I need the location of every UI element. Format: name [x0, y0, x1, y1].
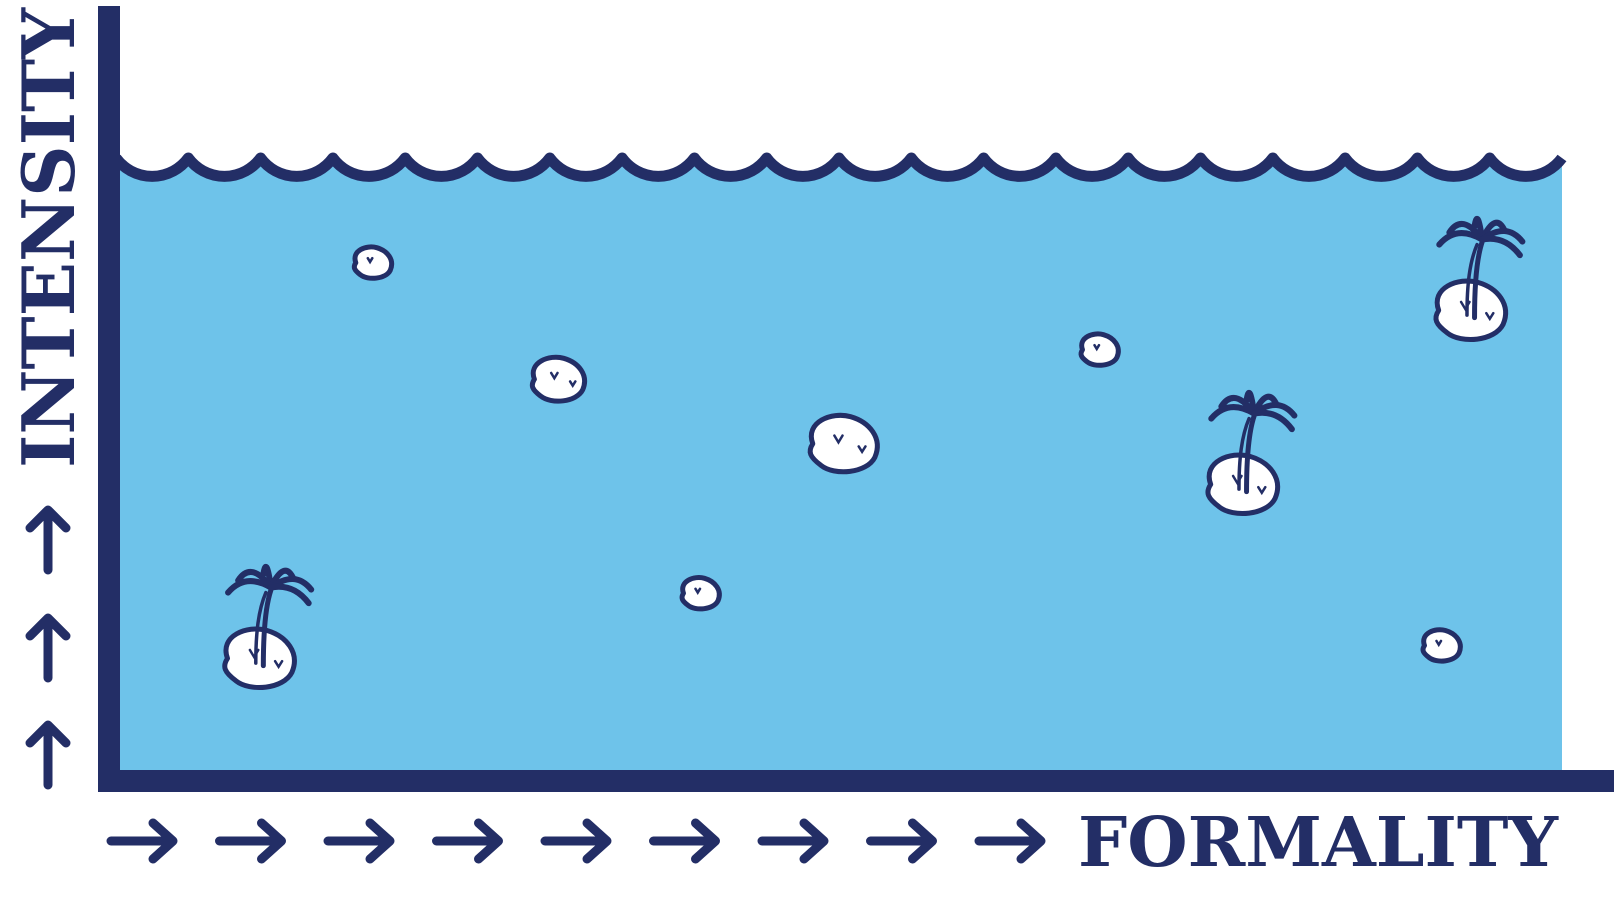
island-icon — [1078, 331, 1121, 368]
y-axis-label: INTENSITY — [6, 6, 91, 468]
right-arrow-icon — [540, 818, 612, 864]
right-arrow-icon — [106, 818, 178, 864]
island-icon — [529, 354, 587, 404]
x-axis-line — [98, 770, 1614, 792]
up-arrow-icon — [25, 505, 71, 575]
x-axis-arrows — [106, 818, 1046, 864]
right-arrow-icon — [649, 818, 720, 864]
x-axis-label: FORMALITY — [1078, 803, 1559, 883]
island-icon — [807, 412, 880, 475]
palm-island-icon — [1205, 389, 1298, 516]
right-arrow-icon — [215, 818, 286, 864]
water-surface-waves — [111, 152, 1567, 182]
right-arrow-icon — [757, 818, 829, 864]
right-arrow-icon — [323, 818, 395, 864]
up-arrow-icon — [25, 613, 71, 683]
right-arrow-icon — [432, 818, 503, 864]
y-axis-line — [98, 6, 120, 792]
palm-island-icon — [222, 563, 315, 690]
right-arrow-icon — [866, 818, 937, 864]
right-arrow-icon — [974, 818, 1046, 864]
y-axis-arrows — [25, 505, 71, 790]
islands-layer — [222, 215, 1526, 690]
island-icon — [1420, 627, 1463, 664]
up-arrow-icon — [25, 720, 71, 790]
palm-island-icon — [1433, 215, 1526, 342]
island-icon — [679, 575, 722, 612]
island-icon — [351, 244, 395, 281]
